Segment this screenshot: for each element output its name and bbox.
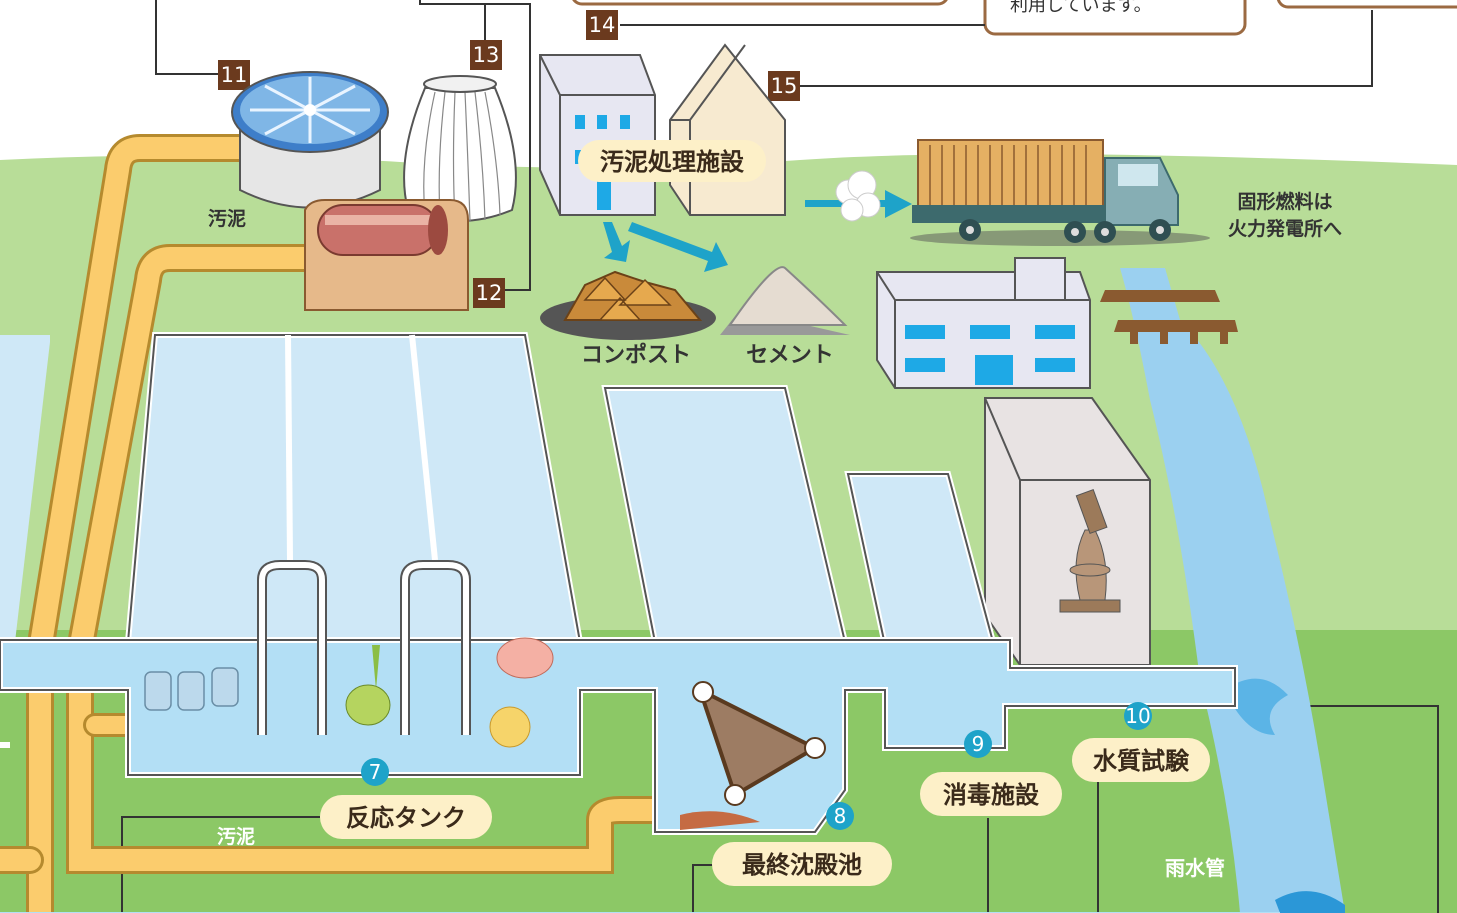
- river: [1120, 268, 1345, 913]
- number-box-15: 15: [768, 71, 800, 101]
- svg-text:汚泥処理施設: 汚泥処理施設: [600, 148, 745, 176]
- number-circle-10: 10: [1124, 702, 1152, 730]
- compost-label: コンポスト: [581, 342, 691, 368]
- sludge-label-top: 汚泥: [208, 208, 246, 230]
- svg-text:反応タンク: 反応タンク: [346, 804, 466, 832]
- number-box-12: 12: [473, 278, 505, 308]
- gravity-thickener-icon: [231, 71, 389, 209]
- callout-boxes: 利用しています。: [572, 0, 1457, 36]
- svg-text:9: 9: [972, 732, 985, 756]
- svg-text:消毒施設: 消毒施設: [943, 781, 1040, 809]
- water-quality-label: 水質試験: [1072, 738, 1210, 782]
- number-box-13: 13: [470, 40, 502, 70]
- final-settling-label: 最終沈殿池: [712, 842, 892, 886]
- cement-icon: [720, 266, 850, 335]
- number-circle-7: 7: [361, 758, 389, 786]
- svg-text:13: 13: [473, 43, 500, 67]
- steam-puff: [835, 170, 881, 222]
- sludge-facility-label: 汚泥処理施設: [578, 140, 766, 182]
- disinfection-label: 消毒施設: [920, 772, 1062, 816]
- sludge-label-bottom: 汚泥: [217, 826, 255, 848]
- svg-text:11: 11: [221, 63, 248, 87]
- outlet-gate: [1100, 290, 1238, 344]
- truck-icon: [910, 139, 1210, 246]
- connector-lines: [121, 0, 1439, 913]
- reaction-tank-label: 反応タンク: [320, 795, 492, 839]
- dewatering-machine-icon: [304, 199, 469, 311]
- number-box-11: 11: [218, 60, 250, 90]
- office-building: [876, 257, 1091, 389]
- number-circle-8: 8: [826, 802, 854, 830]
- microorganism-icons: [144, 637, 554, 748]
- sludge-pipes: [0, 134, 694, 913]
- scraper-icon: [680, 681, 826, 830]
- svg-text:8: 8: [834, 804, 847, 828]
- microscope-icon: [1059, 489, 1121, 613]
- svg-text:最終沈殿池: 最終沈殿池: [742, 851, 862, 879]
- svg-text:12: 12: [476, 281, 503, 305]
- compost-icon: [540, 270, 716, 340]
- svg-text:10: 10: [1125, 704, 1150, 728]
- number-circle-9: 9: [964, 730, 992, 758]
- number-box-14: 14: [586, 10, 618, 40]
- cement-label: セメント: [746, 343, 834, 368]
- svg-text:15: 15: [771, 74, 798, 98]
- solid-fuel-line1: 固形燃料は: [1237, 190, 1332, 213]
- svg-text:水質試験: 水質試験: [1093, 747, 1190, 775]
- callout-right-text: 利用しています。: [1010, 0, 1152, 16]
- rain-pipe-label: 雨水管: [1165, 856, 1225, 880]
- svg-text:14: 14: [589, 13, 616, 37]
- solid-fuel-line2: 火力発電所へ: [1228, 217, 1342, 240]
- svg-text:7: 7: [369, 760, 382, 784]
- diffuser-pipes: [257, 560, 471, 735]
- digester-icon: [403, 75, 517, 223]
